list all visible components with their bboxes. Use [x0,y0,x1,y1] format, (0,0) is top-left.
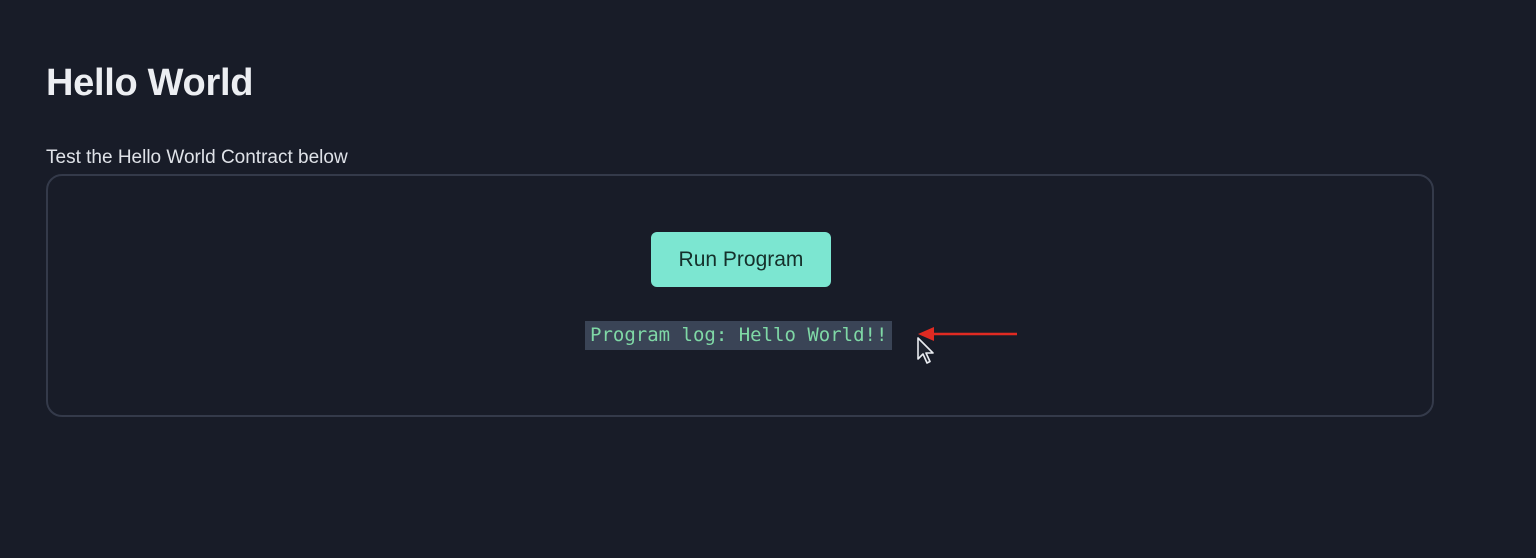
mouse-cursor-icon [917,337,934,364]
run-program-button[interactable]: Run Program [651,232,831,287]
arrow-left-icon [918,327,1017,341]
section-label: Test the Hello World Contract below [46,147,348,168]
program-log-output: Program log: Hello World!! [585,321,893,350]
contract-panel [46,174,1434,417]
page-title: Hello World [46,62,254,104]
